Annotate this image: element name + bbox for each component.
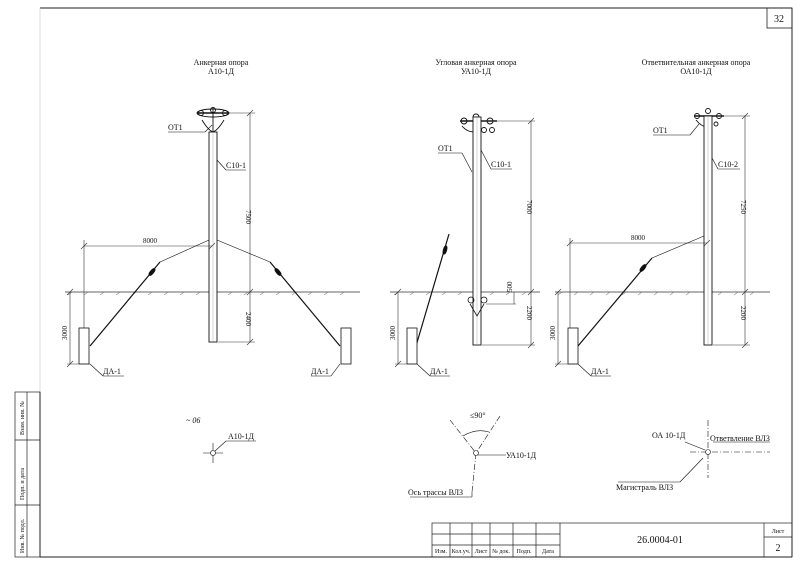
stamp-col-podp: Подп.: [517, 549, 532, 555]
pole-anchor-anchor-depth: 3000: [61, 326, 69, 341]
stamp-col-ndoc: № док.: [492, 549, 510, 555]
pole-corner-height-above: 7000: [525, 200, 533, 215]
pole-corner-pole-label: С10-1: [491, 160, 511, 169]
pole-corner-butt: [467, 296, 488, 317]
pole-anchor-right-guy: [216, 239, 341, 347]
margin-label-orig: Инв. № подл.: [20, 518, 26, 553]
pole-anchor-left-anchor-label: ДА-1: [103, 367, 121, 376]
pole-corner-diagram: Угловая анкерная опора УА10-1Д ОТ1 С10-1: [389, 58, 535, 377]
pole-branch-anchor: [567, 327, 579, 365]
plan-corner-angle: ≤90°: [470, 411, 486, 420]
plan-anchor-code: А10-1Д: [228, 432, 254, 441]
sheet-label: Лист: [772, 529, 785, 535]
pole-branch-guy: [577, 235, 705, 347]
page-number: 32: [774, 14, 784, 25]
pole-branch-guy-dimension: [566, 238, 711, 340]
plan-branch-main-label: Магистраль ВЛЗ: [616, 483, 673, 492]
plan-anchor: ~ 06 А10-1Д: [186, 416, 256, 463]
pole-branch-diagram: Ответвительная анкерная опора ОА10-1Д ОТ…: [549, 58, 751, 377]
pole-corner-mid-dim: 500: [506, 281, 514, 292]
pole-anchor-code: А10-1Д: [208, 67, 234, 76]
pole-anchor-insulator-label: ОТ1: [168, 123, 183, 132]
plan-corner-code: УА10-1Д: [506, 451, 537, 460]
pole-anchor-right-anchor: [340, 327, 352, 365]
pole-corner-title: Угловая анкерная опора: [435, 58, 517, 67]
pole-branch-height-above: 7250: [739, 200, 747, 215]
stamp-col-kol: Кол.уч.: [452, 549, 471, 555]
sheet-number: 2: [776, 543, 781, 554]
ground-hatching: [67, 291, 755, 296]
pole-anchor-height-below: 2400: [244, 312, 252, 327]
pole-anchor-title: Анкерная опора: [194, 58, 249, 67]
plan-branch-code: ОА 10-1Д: [652, 431, 686, 440]
pole-branch-insulator-label: ОТ1: [653, 126, 668, 135]
pole-branch-pole-label: С10-2: [718, 160, 738, 169]
pole-anchor-crossarm: [196, 107, 230, 133]
stamp-col-list: Лист: [475, 549, 488, 555]
pole-corner-insulator-label: ОТ1: [438, 144, 453, 153]
pole-corner-depth-dimension: [394, 288, 417, 368]
stamp-column-labels: Изм. Кол.уч. Лист № док. Подп. Дата: [435, 549, 554, 555]
pole-anchor-guy-dimension: [80, 240, 216, 340]
margin-label-inv: Взам. инв. №: [20, 401, 26, 435]
left-margin-stamp: [14, 391, 41, 558]
plan-anchor-note: ~ 06: [186, 416, 200, 425]
stamp-col-data: Дата: [542, 549, 554, 555]
plan-branch: ОА 10-1Д Ответвление ВЛЗ Магистраль ВЛЗ: [616, 420, 770, 492]
pole-branch-depth-dimension: [554, 288, 578, 368]
pole-corner-anchor: [406, 327, 418, 365]
pole-branch-code: ОА10-1Д: [680, 67, 712, 76]
pole-anchor-diagram: Анкерная опора А10-1Д ОТ1 С10-1: [61, 58, 352, 377]
plan-corner: ≤90° УА10-1Д Ось трассы ВЛЗ: [408, 411, 537, 498]
title-block: [431, 522, 793, 558]
pole-branch-anchor-depth: 3000: [549, 326, 557, 341]
pole-corner-anchor-label: ДА-1: [430, 367, 448, 376]
pole-anchor-pole-label: С10-1: [226, 161, 246, 170]
pole-branch-guy-distance: 8000: [631, 234, 646, 242]
pole-branch-dimension: [713, 112, 750, 349]
pole-corner-anchor-depth: 3000: [389, 326, 397, 341]
plan-branch-branch-label: Ответвление ВЛЗ: [710, 434, 770, 443]
pole-corner-dimension: [482, 117, 535, 349]
page-number-box: 32: [766, 7, 793, 29]
pole-anchor-dimension: [218, 109, 255, 346]
pole-anchor-left-anchor: [78, 327, 90, 365]
plan-corner-axis-label: Ось трассы ВЛЗ: [408, 488, 463, 497]
pole-anchor-guy-distance: 8000: [143, 237, 158, 245]
sheet-frame: [39, 7, 793, 558]
margin-label-sign: Подп. и дата: [20, 468, 26, 500]
pole-anchor-left-guy: [89, 239, 210, 347]
pole-branch-height-below: 2200: [739, 306, 747, 321]
pole-corner-guy: [415, 233, 450, 347]
document-code: 26.0004-01: [637, 535, 683, 546]
pole-anchor-height-above: 7500: [244, 210, 252, 225]
pole-corner-code: УА10-1Д: [461, 67, 492, 76]
pole-corner-height-below: 2200: [525, 306, 533, 321]
stamp-col-izm: Изм.: [435, 549, 447, 555]
pole-branch-title: Ответвительная анкерная опора: [642, 58, 751, 67]
pole-anchor-depth-dimension: [66, 288, 90, 368]
pole-anchor-right-anchor-label: ДА-1: [311, 367, 329, 376]
pole-branch-anchor-label: ДА-1: [591, 367, 609, 376]
